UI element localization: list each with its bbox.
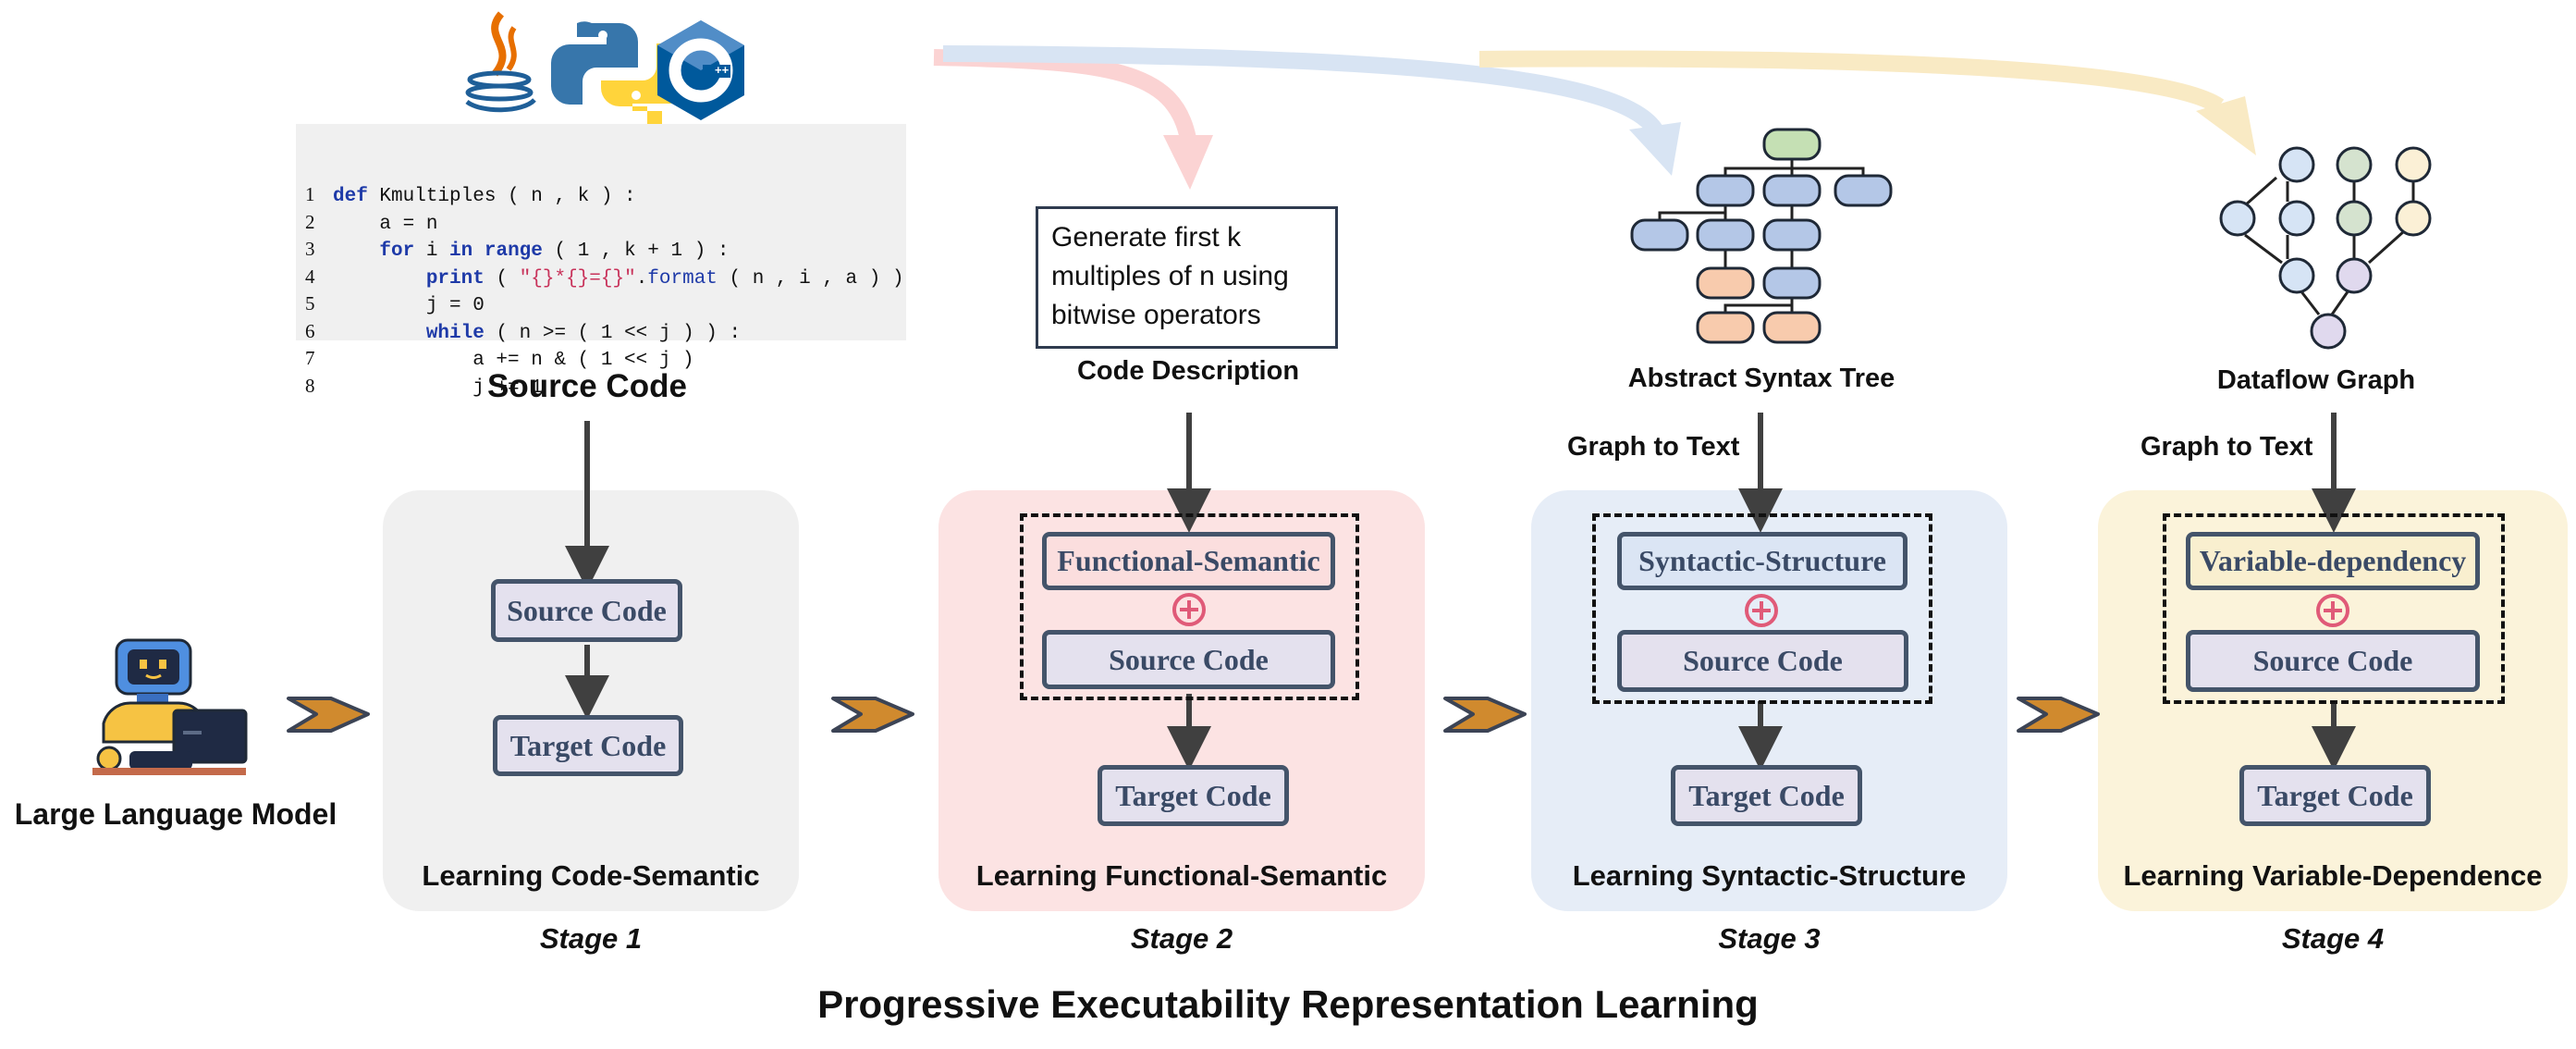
stage-2-title: Learning Functional-Semantic [975, 859, 1388, 892]
stage-2-input-group [1020, 513, 1359, 700]
svg-text:++: ++ [715, 63, 730, 77]
stage-1-target-code-box: Target Code [493, 715, 683, 776]
stage-2-label: Stage 2 [1130, 922, 1233, 955]
code-line: 7 a += n & ( 1 << j ) [305, 346, 906, 374]
stage-3-title: Learning Syntactic-Structure [1572, 859, 1967, 892]
line-number: 4 [305, 265, 315, 288]
code-description-title: Code Description [1076, 356, 1300, 386]
line-text: a += n & ( 1 << j ) [333, 350, 694, 371]
line-text: print ( "{}*{}={}".format ( n , i , a ) … [425, 267, 904, 290]
code-line: 4 print ( "{}*{}={}".format ( n , i , a … [305, 265, 906, 292]
stage-4-input-group [2163, 513, 2505, 704]
stage-3-target-code-box: Target Code [1671, 765, 1862, 826]
code-line: 3 for i in range ( 1 , k + 1 ) : [305, 237, 906, 265]
line-number: 5 [305, 292, 315, 315]
stage-4-title: Learning Variable-Dependence [2123, 859, 2543, 892]
code-description-box: Generate first k multiples of n using bi… [1036, 206, 1338, 349]
line-number: 6 [305, 319, 315, 342]
stage-2-target-code-box: Target Code [1098, 765, 1289, 826]
stage-3-syntactic-structure-box: Syntactic-Structure [1617, 532, 1907, 590]
line-text: j += 1 [333, 376, 543, 399]
stage-3-input-group [1592, 513, 1932, 704]
stage-4-label: Stage 4 [2281, 922, 2385, 955]
code-line: 2 a = n [305, 210, 906, 238]
stage-4-variable-dependency-box: Variable-dependency [2186, 532, 2480, 590]
dfg-graph-to-text: Graph to Text [2141, 432, 2313, 462]
line-text: while ( n >= ( 1 << j ) ) : [425, 322, 742, 344]
stage-2-functional-semantic-box: Functional-Semantic [1042, 532, 1335, 590]
code-description-text: Generate first k multiples of n using bi… [1051, 222, 1289, 330]
llm-label: Large Language Model [14, 797, 337, 831]
line-text: a = n [333, 213, 438, 235]
code-line: 8 j += 1 [305, 374, 906, 401]
code-line: 5 j = 0 [305, 291, 906, 319]
line-number: 7 [305, 347, 315, 369]
stage-3-source-code-box: Source Code [1617, 630, 1908, 692]
stage-1-title: Learning Code-Semantic [422, 859, 760, 892]
stage-2-source-code-box: Source Code [1042, 630, 1335, 689]
line-text: j = 0 [333, 295, 485, 316]
line-number: 8 [305, 374, 315, 397]
stage-4-source-code-box: Source Code [2186, 630, 2480, 692]
line-text: def Kmultiples ( n , k ) : [333, 186, 636, 207]
line-number: 2 [305, 210, 315, 233]
code-line: 6 while ( n >= ( 1 << j ) ) : [305, 319, 906, 347]
dfg-title: Dataflow Graph [2216, 365, 2416, 395]
stage-1-label: Stage 1 [539, 922, 643, 955]
line-number: 1 [305, 183, 315, 205]
stage-1-source-code-box: Source Code [491, 579, 682, 642]
line-text: for i in range ( 1 , k + 1 ) : [379, 241, 730, 262]
stage-3-label: Stage 3 [1718, 922, 1821, 955]
ast-graph-to-text: Graph to Text [1567, 432, 1740, 462]
line-number: 3 [305, 238, 315, 260]
source-code-title: Source Code [487, 368, 687, 404]
diagram-title: Progressive Executability Representation… [817, 982, 1759, 1026]
code-line: 1 def Kmultiples ( n , k ) : [305, 182, 906, 210]
stage-4-target-code-box: Target Code [2239, 765, 2431, 826]
ast-title: Abstract Syntax Tree [1627, 364, 1895, 393]
